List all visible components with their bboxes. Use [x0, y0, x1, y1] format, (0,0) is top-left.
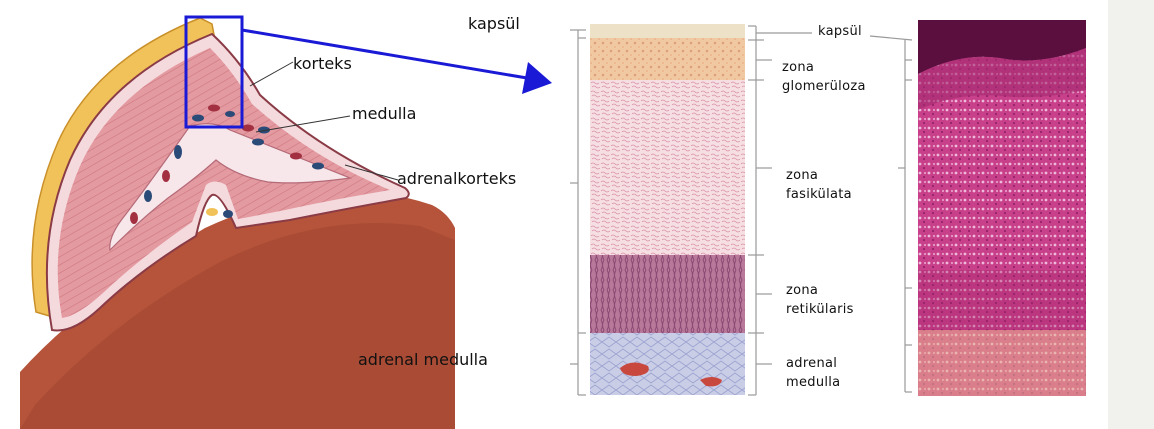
label-adrenal-medulla-zone: adrenal medulla [786, 354, 840, 392]
label-zona-fasikulata-line1: zona [786, 166, 852, 185]
micrograph-medulla [918, 330, 1086, 396]
label-adrenal-medulla: adrenal medulla [358, 350, 488, 369]
micrograph-bracket [870, 36, 912, 392]
histology-column [590, 24, 745, 395]
label-adrenalkorteks: adrenalkorteks [397, 169, 516, 188]
label-kapsul-left: kapsül [468, 14, 520, 33]
label-korteks: korteks [293, 54, 352, 73]
label-adrenal-medulla-line1: adrenal [786, 354, 840, 373]
zoom-arrow [242, 30, 552, 94]
label-zona-retikularis-line2: retikülaris [786, 300, 854, 319]
left-bracket [570, 30, 586, 395]
label-zone-kapsul: kapsül [818, 22, 862, 41]
micrograph [918, 20, 1086, 396]
label-zona-retikularis: zona retikülaris [786, 281, 854, 319]
label-zona-fasikulata-line2: fasikülata [786, 185, 852, 204]
label-zona-fasikulata: zona fasikülata [786, 166, 852, 204]
capsule-layer [590, 24, 745, 38]
label-zona-glomeruloza: zona glomerüloza [782, 58, 866, 96]
label-zona-glomeruloza-line1: zona [782, 58, 866, 77]
label-zona-retikularis-line1: zona [786, 281, 854, 300]
label-adrenal-medulla-line2: medulla [786, 373, 840, 392]
label-medulla: medulla [352, 104, 416, 123]
label-zona-glomeruloza-line2: glomerüloza [782, 77, 866, 96]
